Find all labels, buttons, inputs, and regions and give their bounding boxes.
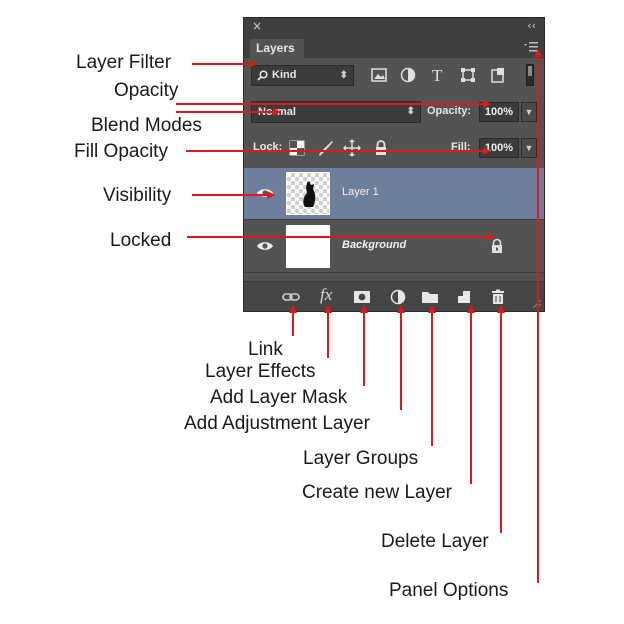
lock-label: Lock: bbox=[253, 141, 283, 153]
fx-icon[interactable]: fx bbox=[320, 285, 333, 304]
callout-locked: Locked bbox=[110, 230, 172, 251]
layer-row-layer-1[interactable]: Layer 1 bbox=[244, 168, 544, 220]
lock-transparent-pixels-icon[interactable] bbox=[288, 139, 306, 157]
callout-add-layer-mask: Add Layer Mask bbox=[210, 387, 348, 408]
layer-name[interactable]: Background bbox=[342, 239, 407, 251]
callout-delete-layer: Delete Layer bbox=[381, 531, 489, 552]
opacity-dropdown-button[interactable]: ▼ bbox=[521, 102, 537, 122]
select-arrows-icon: ⬍ bbox=[339, 70, 348, 81]
folder-icon[interactable] bbox=[421, 289, 439, 305]
callout-create-new-layer: Create new Layer bbox=[302, 482, 452, 503]
layers-list: Layer 1 Background bbox=[244, 168, 544, 280]
pixel-filter-icon[interactable] bbox=[370, 66, 388, 84]
search-icon bbox=[257, 70, 268, 81]
link-icon[interactable] bbox=[282, 289, 300, 305]
lock-row: Lock: Fill: 100% ▼ bbox=[244, 137, 544, 159]
filter-toggle-switch[interactable] bbox=[526, 64, 534, 86]
trash-icon[interactable] bbox=[489, 289, 507, 305]
blend-mode-select[interactable]: Normal ⬍ bbox=[251, 101, 421, 123]
lock-image-pixels-icon[interactable] bbox=[316, 139, 334, 157]
panel-tab-bar: Layers bbox=[244, 36, 544, 58]
opacity-label: Opacity: bbox=[427, 105, 472, 117]
adjustment-filter-icon[interactable] bbox=[399, 66, 417, 84]
shape-filter-icon[interactable] bbox=[459, 66, 477, 84]
blend-mode-value: Normal bbox=[258, 106, 296, 118]
layer-locked-icon bbox=[492, 238, 502, 253]
callout-layer-groups: Layer Groups bbox=[303, 448, 419, 469]
layers-panel: × ‹‹ Layers Kind ⬍ T bbox=[243, 17, 545, 312]
panel-title-strip: × ‹‹ bbox=[244, 18, 544, 36]
filter-kind-select[interactable]: Kind ⬍ bbox=[251, 65, 354, 86]
visibility-eye-icon[interactable] bbox=[256, 239, 274, 253]
fill-dropdown-button[interactable]: ▼ bbox=[521, 138, 537, 158]
layer-thumbnail bbox=[286, 172, 330, 215]
smart-object-filter-icon[interactable] bbox=[489, 66, 507, 84]
resize-grip-icon[interactable] bbox=[531, 298, 541, 308]
blend-row: Normal ⬍ Opacity: 100% ▼ bbox=[244, 101, 544, 123]
callout-link: Link bbox=[248, 339, 283, 360]
adjustment-layer-icon[interactable] bbox=[389, 289, 407, 305]
visibility-eye-icon[interactable] bbox=[256, 186, 274, 200]
filter-kind-label: Kind bbox=[272, 69, 297, 81]
collapse-icon[interactable]: ‹‹ bbox=[527, 19, 536, 32]
fill-label: Fill: bbox=[451, 141, 471, 153]
opacity-field[interactable]: 100% bbox=[479, 102, 519, 122]
panel-menu-icon[interactable] bbox=[524, 41, 538, 53]
filter-row: Kind ⬍ T bbox=[244, 62, 544, 90]
layer-row-background[interactable]: Background bbox=[244, 221, 544, 273]
callout-opacity: Opacity bbox=[114, 80, 179, 101]
callout-panel-options: Panel Options bbox=[389, 580, 509, 601]
type-filter-icon[interactable]: T bbox=[429, 66, 447, 84]
lock-all-icon[interactable] bbox=[372, 139, 390, 157]
close-icon[interactable]: × bbox=[252, 19, 263, 33]
callout-layer-filter: Layer Filter bbox=[76, 52, 172, 73]
callout-fill-opacity: Fill Opacity bbox=[74, 141, 168, 162]
svg-text:T: T bbox=[432, 66, 443, 84]
layer-name[interactable]: Layer 1 bbox=[342, 186, 379, 198]
callout-visibility: Visibility bbox=[103, 185, 172, 206]
panel-bottom-bar: fx bbox=[244, 281, 544, 311]
new-layer-icon[interactable] bbox=[455, 289, 473, 305]
lock-position-icon[interactable] bbox=[343, 139, 361, 157]
layer-thumbnail bbox=[286, 225, 330, 268]
fill-field[interactable]: 100% bbox=[479, 138, 519, 158]
layer-mask-icon[interactable] bbox=[353, 289, 371, 305]
callout-layer-effects: Layer Effects bbox=[205, 361, 316, 382]
callout-add-adjustment-layer: Add Adjustment Layer bbox=[184, 413, 370, 434]
callout-blend-modes: Blend Modes bbox=[91, 115, 202, 136]
cat-silhouette-icon bbox=[303, 181, 316, 207]
tab-layers[interactable]: Layers bbox=[250, 39, 304, 58]
select-arrows-icon: ⬍ bbox=[406, 106, 415, 117]
